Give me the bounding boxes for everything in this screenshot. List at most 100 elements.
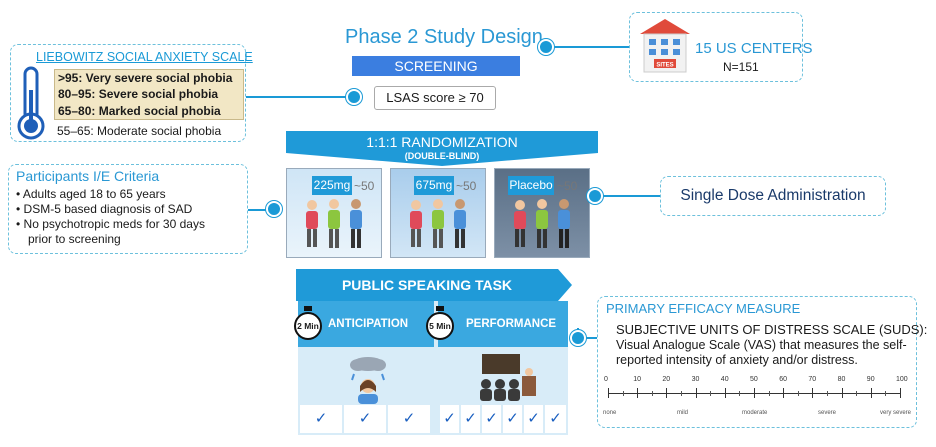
vas-tick-label: 100 — [896, 376, 908, 383]
randomization-title: 1:1:1 RANDOMIZATION — [366, 134, 518, 150]
vas-tick-label: 30 — [691, 376, 700, 383]
vas-tick-label: 90 — [866, 376, 875, 383]
stopwatch-icon: 2 Min — [294, 312, 322, 340]
lsas-title: LIEBOWITZ SOCIAL ANXIETY SCALE — [36, 50, 253, 64]
connector-line — [246, 96, 346, 98]
suds-title: SUBJECTIVE UNITS OF DISTRESS SCALE (SUDS… — [616, 322, 928, 337]
vas-anchor: mild — [677, 410, 689, 416]
severity-level: 55–65: Moderate social phobia — [57, 124, 222, 138]
timer-knob — [304, 306, 312, 311]
performance-header — [438, 301, 568, 347]
vas-tick-mark — [812, 388, 814, 398]
vas-tick-label: 10 — [633, 376, 641, 383]
severity-level: >95: Very severe social phobia — [54, 69, 244, 86]
building-icon: SITES — [640, 19, 690, 73]
vas-tick-label: 40 — [720, 376, 729, 383]
arm-n: ~50 — [456, 179, 477, 193]
vas-tick-mark — [754, 388, 755, 398]
arm-panel — [286, 168, 382, 258]
criteria-item: • No psychotropic meds for 30 days — [16, 217, 205, 231]
vas-minor-tick — [739, 391, 741, 396]
vas-anchor: very severe — [880, 410, 912, 416]
vas-minor-tick — [797, 391, 799, 396]
connector-line — [586, 337, 598, 339]
check-mark: ✓ — [388, 405, 430, 433]
lsas-score-box: LSAS score ≥ 70 — [374, 86, 496, 110]
dose-label: 225mg — [312, 176, 352, 195]
performance-label: PERFORMANCE — [466, 318, 557, 330]
severity-level: 65–80: Marked social phobia — [54, 103, 244, 120]
vas-tick-mark — [900, 388, 901, 398]
page-title: Phase 2 Study Design — [345, 26, 543, 48]
suds-description: Visual Analogue Scale (VAS) that measure… — [616, 338, 907, 367]
criteria-item: prior to screening — [28, 232, 121, 246]
criteria-item: • Adults aged 18 to 65 years — [16, 187, 166, 201]
vas-minor-tick — [856, 391, 858, 396]
check-mark: ✓ — [545, 405, 566, 433]
connector-line — [248, 209, 268, 211]
vas-minor-tick — [710, 391, 712, 396]
criteria-title: Participants I/E Criteria — [16, 168, 160, 184]
vas-tick-mark — [783, 388, 785, 398]
people-icon — [514, 199, 570, 248]
randomization-subtitle: (DOUBLE-BLIND) — [404, 151, 480, 161]
vas-minor-tick — [681, 391, 682, 396]
connector-line — [554, 46, 632, 48]
pst-title: PUBLIC SPEAKING TASK — [341, 277, 513, 293]
check-mark: ✓ — [524, 405, 543, 433]
vas-tick-label: 0 — [604, 376, 608, 383]
sites-label: 15 US CENTERS — [695, 40, 813, 57]
sites-sign: SITES — [656, 63, 673, 69]
connector-line — [603, 195, 660, 197]
pem-title: PRIMARY EFFICACY MEASURE — [606, 301, 801, 316]
vas-tick-label: 50 — [750, 376, 758, 383]
audience-icon — [480, 354, 536, 401]
vas-minor-tick — [885, 391, 887, 396]
vas-tick-mark — [637, 388, 639, 398]
vas-tick-label: 60 — [779, 376, 787, 383]
connector-dot — [570, 330, 586, 346]
check-mark: ✓ — [503, 405, 522, 433]
vas-tick-mark — [695, 388, 697, 398]
people-icon — [306, 199, 362, 248]
check-mark: ✓ — [461, 405, 480, 433]
vas-tick-mark — [724, 388, 726, 398]
check-mark: ✓ — [482, 405, 501, 433]
criteria-item: • DSM-5 based diagnosis of SAD — [16, 202, 193, 216]
vas-tick-mark — [666, 388, 668, 398]
connector-dot — [587, 188, 603, 204]
check-mark: ✓ — [440, 405, 459, 433]
connector-dot — [266, 201, 282, 217]
stopwatch-icon: 5 Min — [426, 312, 454, 340]
criteria-box — [8, 164, 248, 254]
vas-tick-label: 20 — [662, 376, 671, 383]
vas-minor-tick — [622, 391, 624, 396]
vas-tick-label: 80 — [837, 376, 846, 383]
connector-dot — [346, 89, 362, 105]
check-mark: ✓ — [344, 405, 386, 433]
single-dose-box — [660, 176, 886, 216]
vas-minor-tick — [768, 391, 770, 396]
sites-n: N=151 — [723, 60, 759, 74]
randomization-banner — [286, 131, 598, 166]
arm-n: ~50 — [354, 179, 375, 193]
pst-banner — [296, 269, 572, 301]
vas-tick-mark — [841, 388, 843, 398]
vas-anchor: none — [603, 410, 617, 416]
connector-dot — [538, 39, 554, 55]
arm-n: ~50 — [557, 179, 578, 193]
check-mark: ✓ — [300, 405, 342, 433]
vas-minor-tick — [651, 391, 653, 396]
severity-level: 80–95: Severe social phobia — [54, 86, 244, 103]
vas-minor-tick — [827, 391, 828, 396]
dose-label: 675mg — [414, 176, 454, 195]
thermometer-icon — [17, 66, 45, 140]
vas-anchor: moderate — [742, 410, 768, 416]
single-dose-label: Single Dose Administration — [680, 187, 866, 204]
vas-tick-mark — [870, 388, 872, 398]
dose-label: Placebo — [508, 176, 554, 195]
pem-box — [597, 296, 917, 428]
timer-knob — [436, 306, 444, 311]
anxious-person-icon — [350, 357, 386, 404]
vas-tick-mark — [608, 388, 609, 398]
